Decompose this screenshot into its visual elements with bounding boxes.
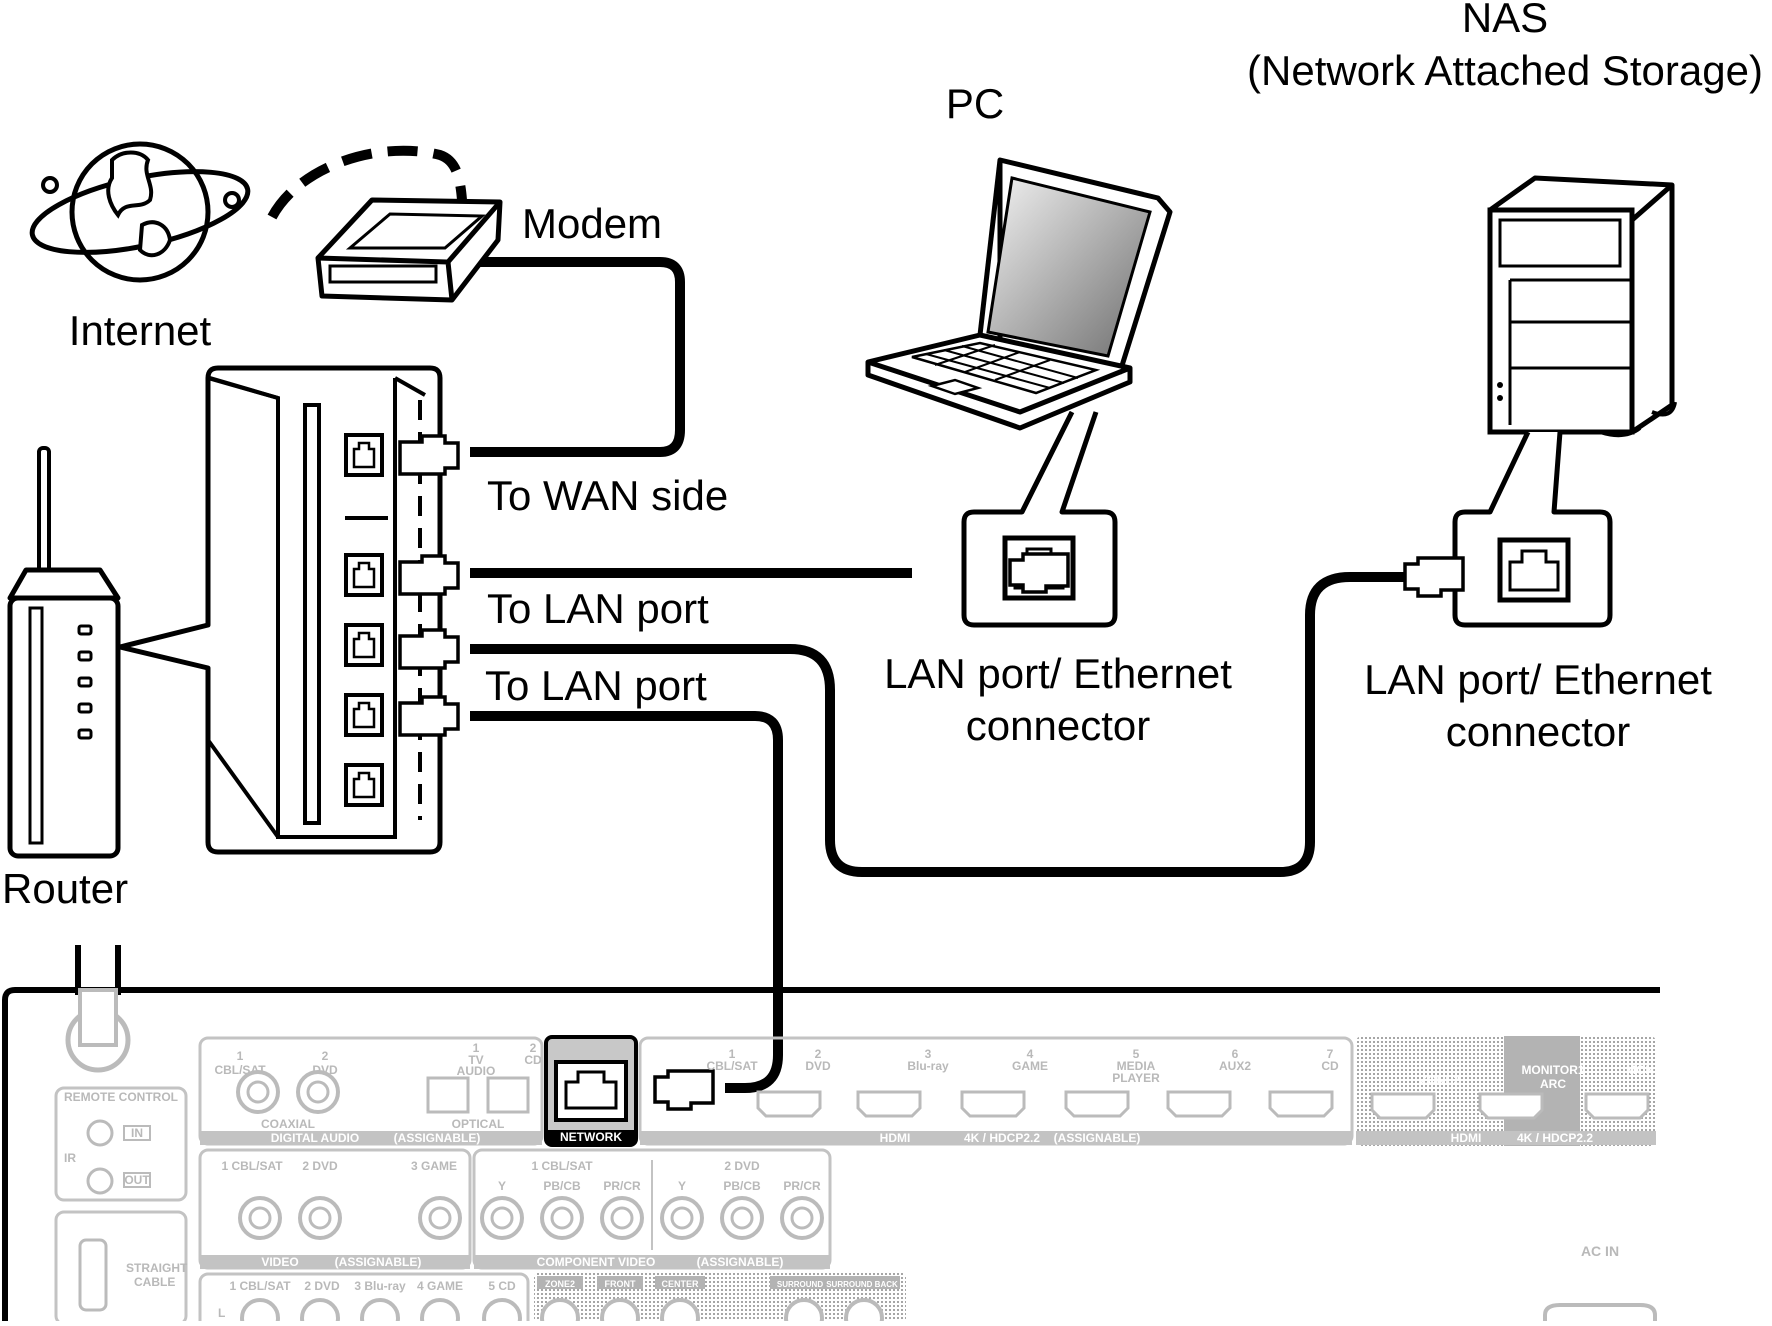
- video-2-label: 2 DVD: [302, 1159, 338, 1173]
- hdmi-in-1-label: CBL/SAT: [706, 1059, 758, 1073]
- video-footer: VIDEO: [261, 1255, 298, 1269]
- hdmi-in-6-label: AUX2: [1219, 1059, 1251, 1073]
- straight-cable-label-2: CABLE: [134, 1275, 175, 1289]
- hdmi-in-5-label: MEDIA: [1117, 1059, 1156, 1073]
- component-2-pr: PR/CR: [783, 1179, 821, 1193]
- hdmi-in-assignable: (ASSIGNABLE): [1054, 1131, 1141, 1145]
- optical-2-label: CD: [524, 1053, 542, 1067]
- to-wan-side-label: To WAN side: [487, 472, 728, 519]
- network-port-label: NETWORK: [560, 1130, 622, 1144]
- digital-audio-footer: DIGITAL AUDIO: [271, 1131, 359, 1145]
- coaxial-label: COAXIAL: [261, 1117, 315, 1131]
- to-lan-port-label-2: To LAN port: [485, 662, 707, 709]
- nas-icon: [1487, 175, 1677, 438]
- preout-zone2-label: ZONE2: [545, 1279, 575, 1289]
- video-3-label: 3 GAME: [411, 1159, 457, 1173]
- laptop-icon: [865, 157, 1173, 431]
- optical-1-label-b: AUDIO: [457, 1064, 496, 1078]
- preout-surround-label: SURROUND: [777, 1280, 823, 1289]
- remote-out-label: OUT: [124, 1173, 150, 1187]
- audio-5-label: 5 CD: [488, 1279, 516, 1293]
- optical-2-number: 2: [530, 1041, 537, 1055]
- hdmi-in-3-number: 3: [925, 1047, 932, 1061]
- audio-left-label: L: [218, 1306, 225, 1320]
- modem-label: Modem: [522, 200, 662, 247]
- remote-in-label: IN: [131, 1126, 143, 1140]
- component-1-y: Y: [498, 1179, 506, 1193]
- digital-audio-assignable: (ASSIGNABLE): [394, 1131, 481, 1145]
- hdmi-out-spec: 4K / HDCP2.2: [1517, 1131, 1593, 1145]
- preout-center-label: CENTER: [661, 1279, 699, 1289]
- remote-control-label: REMOTE CONTROL: [64, 1090, 178, 1104]
- optical-label: OPTICAL: [452, 1117, 505, 1131]
- router-callout: [117, 365, 460, 855]
- router-label: Router: [2, 865, 128, 912]
- monitor2-label: MON: [1626, 1063, 1654, 1077]
- component-assignable: (ASSIGNABLE): [697, 1255, 784, 1269]
- receiver-rear-panel: REMOTE CONTROL IN OUT IR STRAIGHT CABLE …: [2, 945, 1660, 1326]
- globe-icon: [29, 141, 251, 283]
- cables: [267, 145, 1405, 1093]
- to-lan-port-label-1: To LAN port: [487, 585, 709, 632]
- router-icon: [7, 446, 121, 859]
- straight-cable-label-1: STRAIGHT: [126, 1261, 188, 1275]
- hdmi-in-4-number: 4: [1027, 1047, 1034, 1061]
- audio-2-label: 2 DVD: [304, 1279, 340, 1293]
- hdmi-out-footer: HDMI: [1451, 1131, 1482, 1145]
- audio-4-label: 4 GAME: [417, 1279, 463, 1293]
- coax-1-label: CBL/SAT: [214, 1063, 266, 1077]
- component-1-pb: PB/CB: [543, 1179, 581, 1193]
- component-2-label: 2 DVD: [724, 1159, 760, 1173]
- hdmi-in-6-number: 6: [1232, 1047, 1239, 1061]
- nas-label: NAS: [1462, 0, 1548, 41]
- modem-to-router-wan-cable: [460, 257, 685, 457]
- hdmi-in-group: 1 CBL/SAT 2 DVD 3 Blu-ray 4 GAME 5 MEDIA…: [706, 1047, 1339, 1118]
- ir-label: IR: [64, 1151, 76, 1165]
- monitor1-label: MONITOR1: [1521, 1063, 1584, 1077]
- nas-port-callout: [1403, 430, 1613, 628]
- nas-lan-port-label-line2: connector: [1446, 708, 1630, 755]
- modem-icon: [315, 197, 503, 303]
- router-lan-to-nas-cable: [470, 572, 1405, 877]
- nas-lan-port-label-line1: LAN port/ Ethernet: [1364, 656, 1712, 703]
- pc-port-callout: [961, 410, 1118, 628]
- video-1-label: 1 CBL/SAT: [221, 1159, 283, 1173]
- nas-subtitle-label: (Network Attached Storage): [1247, 47, 1763, 94]
- component-1-label: 1 CBL/SAT: [531, 1159, 593, 1173]
- hdmi-in-2-number: 2: [815, 1047, 822, 1061]
- hdmi-in-1-number: 1: [729, 1047, 736, 1061]
- audio-3-label: 3 Blu-ray: [354, 1279, 406, 1293]
- preout-front-label: FRONT: [605, 1279, 636, 1289]
- optical-1-number: 1: [473, 1041, 480, 1055]
- hdmi-in-4-label: GAME: [1012, 1059, 1048, 1073]
- hdmi-in-2-label: DVD: [805, 1059, 831, 1073]
- pc-lan-port-label-line2: connector: [966, 702, 1150, 749]
- pc-lan-port-label-line1: LAN port/ Ethernet: [884, 650, 1232, 697]
- component-2-pb: PB/CB: [723, 1179, 761, 1193]
- hdmi-in-5-number: 5: [1133, 1047, 1140, 1061]
- hdmi-in-3-label: Blu-ray: [907, 1059, 949, 1073]
- hdmi-in-spec: 4K / HDCP2.2: [964, 1131, 1040, 1145]
- internet-to-modem-wireless-link: [267, 145, 467, 220]
- optical-1-label-a: TV: [468, 1053, 483, 1067]
- router-lan-to-receiver-network-cable: [470, 711, 783, 1093]
- component-2-y: Y: [678, 1179, 686, 1193]
- internet-label: Internet: [69, 307, 212, 354]
- component-1-pr: PR/CR: [603, 1179, 641, 1193]
- coax-2-number: 2: [322, 1049, 329, 1063]
- arc-label: ARC: [1540, 1077, 1566, 1091]
- component-footer: COMPONENT VIDEO: [537, 1255, 656, 1269]
- zone2-out-label: ZONE2: [1420, 1073, 1460, 1087]
- audio-1-label: 1 CBL/SAT: [229, 1279, 291, 1293]
- hdmi-in-7-number: 7: [1327, 1047, 1334, 1061]
- pc-label: PC: [946, 80, 1004, 127]
- hdmi-in-footer: HDMI: [880, 1131, 911, 1145]
- hdmi-in-7-label: CD: [1321, 1059, 1339, 1073]
- coax-1-number: 1: [237, 1049, 244, 1063]
- video-assignable: (ASSIGNABLE): [335, 1255, 422, 1269]
- ac-in-label: AC IN: [1581, 1243, 1619, 1259]
- hdmi-in-5-label2: PLAYER: [1112, 1071, 1160, 1085]
- preout-surround-back-label: SURROUND BACK: [826, 1280, 898, 1289]
